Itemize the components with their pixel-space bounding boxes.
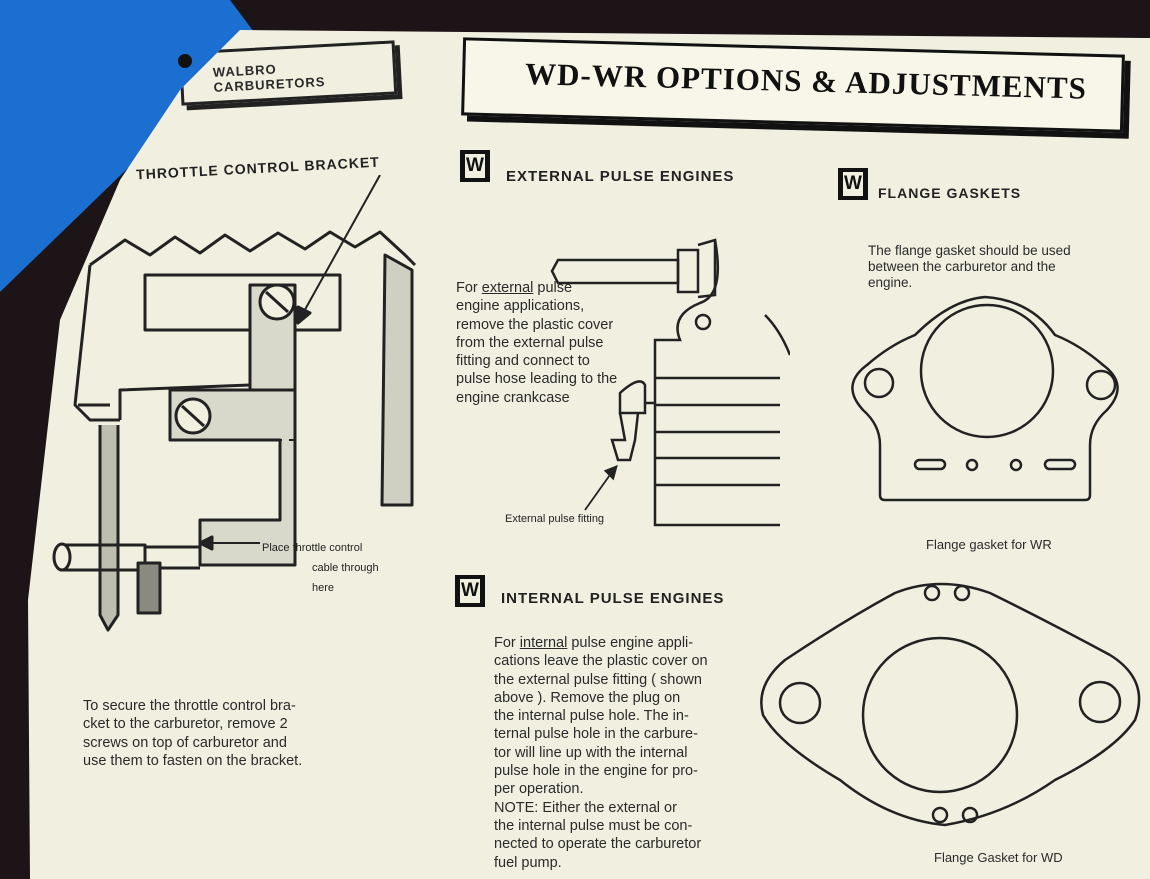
external-section-title: EXTERNAL PULSE ENGINES xyxy=(506,168,735,185)
flange-section-title: FLANGE GASKETS xyxy=(878,185,1022,201)
w-section-icon: W xyxy=(838,168,868,200)
page-title-box: WD-WR OPTIONS & ADJUSTMENTS xyxy=(461,37,1125,133)
callout-line-2: cable through xyxy=(312,562,379,574)
w-section-icon: W xyxy=(460,150,490,182)
internal-description: For internal pulse engine appli- cations… xyxy=(494,635,708,871)
throttle-callout: Place throttle control cable through her… xyxy=(262,538,379,598)
throttle-bracket-diagram xyxy=(52,175,417,632)
flange-description: The flange gasket should be used between… xyxy=(868,243,1071,290)
page-title: WD-WR OPTIONS & ADJUSTMENTS xyxy=(524,55,1088,106)
punch-hole xyxy=(178,54,192,68)
external-description: For external pulse engine applications, … xyxy=(456,280,618,406)
wd-gasket-caption: Flange Gasket for WD xyxy=(934,850,1063,865)
wd-gasket-diagram xyxy=(760,582,1141,827)
throttle-line-3: screws on top of carburetor and xyxy=(83,734,287,751)
throttle-line-1: To secure the throttle control bra- xyxy=(83,698,296,714)
brand-tab-label: WALBRO CARBURETORS xyxy=(212,61,326,95)
callout-line-1: Place throttle control xyxy=(262,542,363,554)
wr-gasket-caption: Flange gasket for WR xyxy=(926,537,1052,552)
throttle-line-4: use them to fasten on the bracket. xyxy=(83,752,303,769)
wr-gasket-diagram xyxy=(851,295,1119,502)
throttle-line-2: cket to the carburetor, remove 2 xyxy=(83,716,288,733)
external-pulse-diagram xyxy=(550,238,790,527)
external-fitting-label: External pulse fitting xyxy=(505,513,605,525)
callout-line-3: here xyxy=(312,582,335,594)
internal-section-title: INTERNAL PULSE ENGINES xyxy=(501,590,725,607)
w-section-icon: W xyxy=(455,575,485,607)
internal-emphasis: internal xyxy=(519,635,568,651)
throttle-instructions: To secure the throttle control bra- cket… xyxy=(83,697,302,770)
external-emphasis: external xyxy=(481,280,534,296)
